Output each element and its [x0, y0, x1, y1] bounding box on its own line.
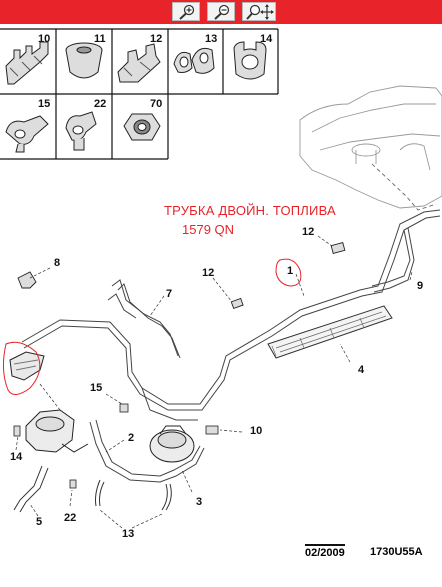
- annotation-title: ТРУБКА ДВОЙН. ТОПЛИВА: [164, 203, 336, 218]
- part-8-bracket-drawing: [17, 271, 37, 289]
- grid-label-70: 70: [150, 98, 162, 110]
- zoom-in-icon: [179, 4, 195, 20]
- callout-4: 4: [358, 364, 365, 376]
- part-10-clip-drawing: [5, 41, 49, 85]
- toolbar: [0, 0, 442, 24]
- red-highlight-left: [2, 341, 41, 395]
- callout-9: 9: [417, 280, 424, 292]
- red-highlight-part-1: [275, 258, 302, 287]
- part-10-clip-lower-drawing: [205, 425, 219, 435]
- callout-7: 7: [166, 288, 173, 300]
- part-70-nut-drawing: [123, 113, 161, 141]
- grid-label-15: 15: [38, 98, 50, 110]
- canister-drawing: [149, 425, 195, 463]
- part-9-line-drawing: [371, 227, 415, 293]
- part-13-clip-drawing: [173, 47, 215, 74]
- part-5-hose-drawing: [13, 465, 49, 513]
- part-7-bracket-drawing: [107, 279, 181, 359]
- part-2-line-drawing: [89, 419, 205, 483]
- part-15-clip-lower-drawing: [119, 403, 129, 413]
- part-22-clip-lower-drawing: [69, 479, 77, 489]
- heat-shield-drawing: [267, 305, 393, 359]
- callout-14: 14: [10, 451, 23, 463]
- callout-22: 22: [64, 512, 77, 524]
- zoom-out-button[interactable]: [207, 2, 235, 21]
- left-filter-drawing: [9, 351, 45, 381]
- callout-1: 1: [287, 265, 294, 277]
- parts-grid: 10 11 12 13 14 15 22 70: [0, 28, 279, 160]
- callout-3: 3: [196, 496, 203, 508]
- main-fuel-line-drawing: [21, 209, 441, 421]
- callout-2: 2: [128, 432, 135, 444]
- part-22-clip-drawing: [65, 111, 97, 151]
- pan-zoom-button[interactable]: [242, 2, 276, 21]
- callout-15: 15: [90, 382, 103, 394]
- grid-label-13: 13: [205, 33, 217, 45]
- part-12-clip-drawing: [117, 43, 161, 83]
- clip-12-upper-drawing: [330, 242, 346, 254]
- footer-code: 1730U55A: [370, 546, 423, 558]
- zoom-out-icon: [214, 4, 230, 20]
- callout-8: 8: [54, 257, 61, 269]
- grid-label-14: 14: [260, 33, 273, 45]
- zoom-in-button[interactable]: [172, 2, 200, 21]
- part-11-grommet-drawing: [65, 42, 103, 79]
- callout-5: 5: [36, 516, 43, 528]
- callout-13: 13: [122, 528, 135, 540]
- part-14-clip-drawing: [233, 41, 267, 80]
- footer-date: 02/2009: [305, 544, 345, 559]
- pump-module-drawing: [25, 409, 89, 453]
- part-13-hose-drawing: [95, 479, 172, 511]
- tank-leader-line: [371, 163, 437, 211]
- callout-10: 10: [250, 425, 263, 437]
- grid-label-22: 22: [94, 98, 106, 110]
- part-15-clip-drawing: [5, 115, 49, 153]
- callout-12-upper: 12: [302, 226, 315, 238]
- pan-zoom-icon: [246, 4, 274, 20]
- grid-label-11: 11: [94, 33, 106, 45]
- leader-lines: [15, 235, 413, 529]
- callout-12-lower: 12: [202, 267, 215, 279]
- part-14-clip-lower-drawing: [13, 425, 21, 437]
- grid-label-12: 12: [150, 33, 162, 45]
- fuel-tank-drawing: [299, 85, 442, 209]
- clip-12-lower-drawing: [230, 297, 244, 310]
- annotation-part-code: 1579 QN: [182, 222, 235, 237]
